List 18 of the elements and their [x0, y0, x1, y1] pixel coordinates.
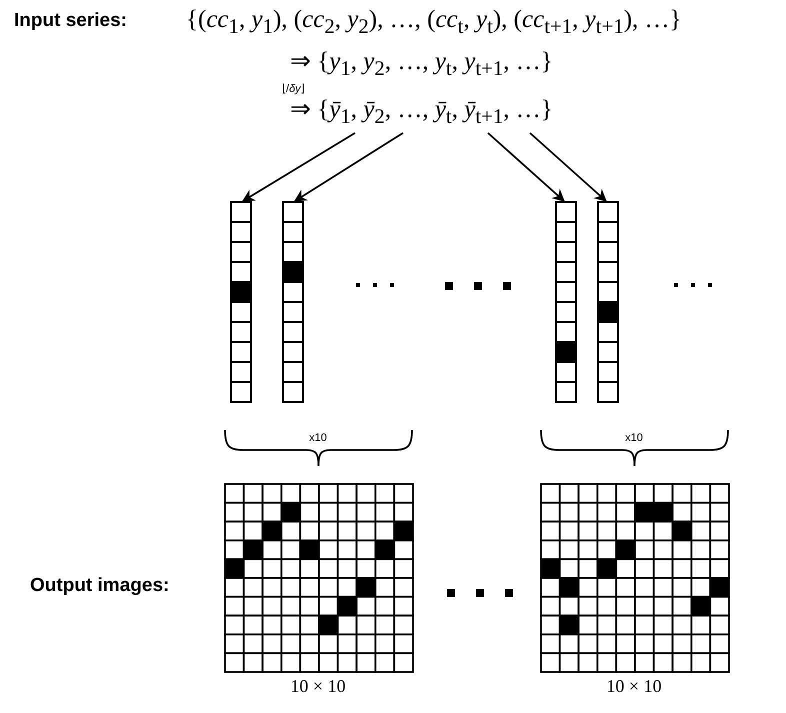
pixel-column	[555, 201, 577, 403]
arrow	[487, 132, 565, 202]
row-label: Output images:	[30, 575, 170, 597]
multiplier-label: x10	[309, 432, 327, 444]
pixel-column	[282, 201, 304, 403]
grid-size-label: 10 × 10	[290, 676, 346, 697]
formula: {(cc$_{1}$, y$_{1}$), (cc$_{2}$, y$_{2}$), …, (cc$_{t}$, y$_{t}$), (cc$_{t+1}$, y$_{t+1}$), …}	[186, 6, 682, 39]
grid-size-label: 10 × 10	[606, 676, 662, 697]
row-label: Input series:	[14, 10, 127, 32]
arrow	[529, 132, 607, 202]
formula: ⇒ {y$_{1}$, y$_{2}$, …, y$_{t}$, y$_{t+1}$, …}	[290, 47, 553, 81]
arrow	[242, 132, 356, 202]
arrow	[294, 132, 404, 202]
operator-label: ⌊/δy⌋	[282, 82, 305, 95]
multiplier-label: x10	[625, 432, 643, 444]
pixel-column	[230, 201, 252, 403]
pixel-column	[597, 201, 619, 403]
formula: ⇒ {ȳ$_{1}$, ȳ$_{2}$, …, ȳ$_{t}$, ȳ$_{t+1}$, …}	[290, 94, 553, 129]
